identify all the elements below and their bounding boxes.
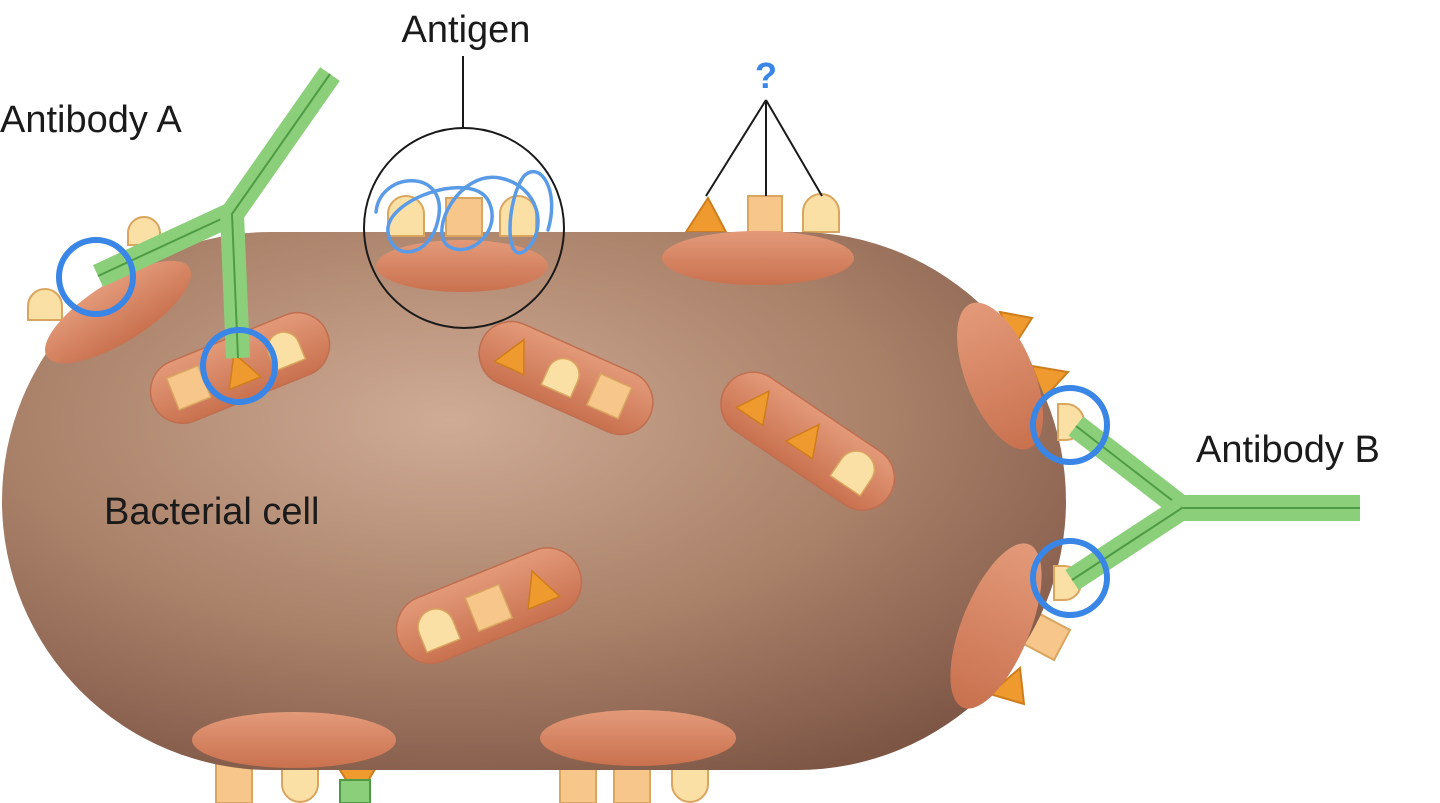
- round-epitope: [540, 357, 580, 399]
- interior-proteins: [149, 312, 896, 664]
- antibody-stem-bottom: [339, 779, 371, 803]
- round-epitope: [499, 195, 537, 237]
- surface-protein: [950, 543, 1042, 709]
- triangle-epitope: [228, 351, 263, 391]
- triangle-epitope: [684, 196, 728, 233]
- round-epitope: [671, 761, 709, 803]
- question-callout: [705, 99, 823, 197]
- square-epitope: [747, 195, 783, 233]
- round-epitope: [281, 761, 319, 803]
- surface-protein: [376, 240, 548, 292]
- label-bacterial-cell: Bacterial cell: [104, 491, 319, 533]
- surface-protein: [45, 260, 191, 364]
- highlight-circle: [56, 237, 136, 317]
- highlight-circle: [1030, 538, 1110, 618]
- label-antibody-b: Antibody B: [1196, 429, 1380, 471]
- square-epitope: [464, 583, 514, 633]
- highlight-circles: [56, 237, 1110, 618]
- label-question: ?: [755, 55, 777, 96]
- triangle-epitope: [987, 665, 1026, 706]
- triangle-epitope: [493, 338, 525, 376]
- antibody-b: [1065, 416, 1360, 591]
- label-antibody-a: Antibody A: [0, 99, 182, 141]
- scribble: [374, 169, 554, 255]
- label-antigen: Antigen: [402, 9, 531, 51]
- highlight-circle: [1030, 385, 1110, 465]
- square-epitope: [585, 372, 633, 420]
- antigen-callout: [363, 56, 565, 329]
- surface-protein: [957, 302, 1043, 450]
- triangle-epitope: [734, 389, 771, 427]
- highlight-circle: [200, 327, 278, 405]
- triangle-epitope: [784, 423, 820, 461]
- surface-protein: [662, 231, 854, 285]
- surface-protein: [540, 710, 736, 766]
- edge-proteins: [45, 231, 1043, 768]
- round-epitope: [417, 608, 462, 654]
- antibody-a: [92, 67, 340, 359]
- triangle-epitope: [527, 569, 562, 611]
- round-epitope: [387, 195, 425, 237]
- antigen-circle: [363, 127, 565, 329]
- round-epitope: [802, 193, 840, 233]
- round-epitope: [27, 288, 63, 321]
- surface-protein: [192, 712, 396, 768]
- round-epitope: [829, 450, 876, 497]
